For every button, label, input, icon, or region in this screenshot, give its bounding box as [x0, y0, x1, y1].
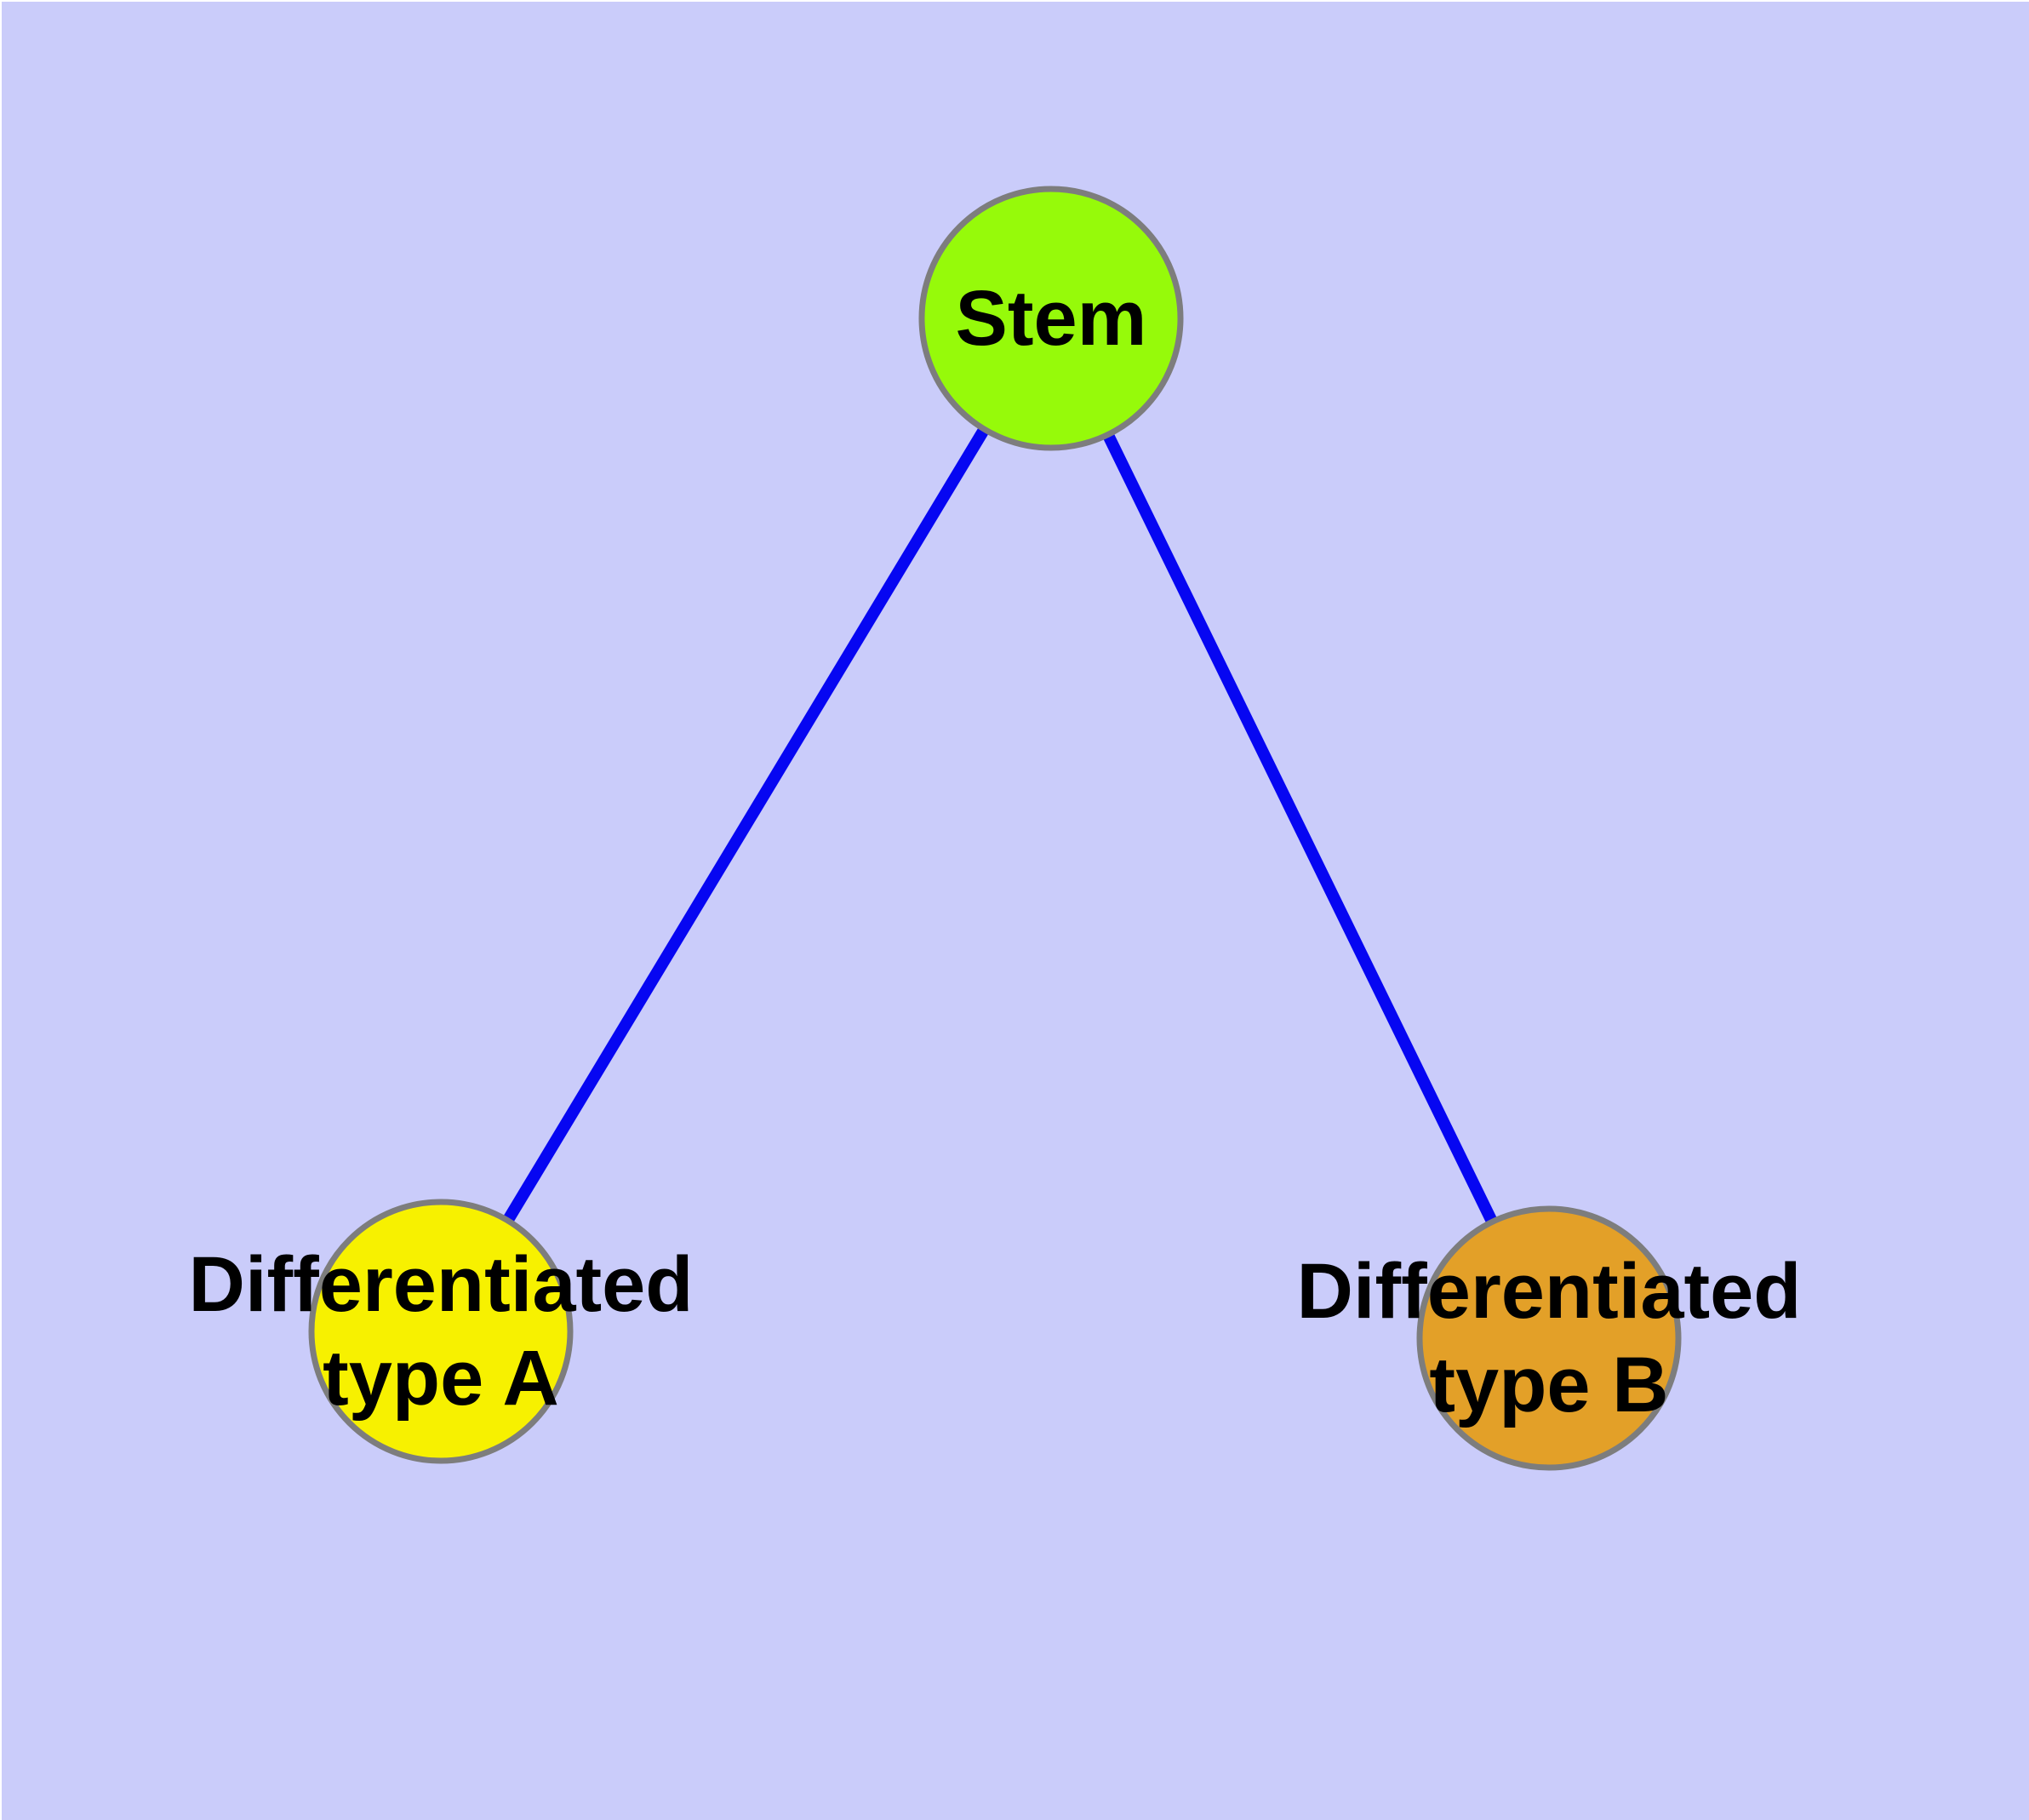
- node-circle-differentiated-type-b: [1416, 1205, 1682, 1471]
- node-label-line: Stem: [956, 275, 1147, 362]
- node-circle-stem: [918, 186, 1184, 451]
- node-label-line: type B: [1429, 1342, 1668, 1428]
- node-circle-differentiated-type-a: [308, 1199, 574, 1464]
- node-label-stem: Stem: [956, 275, 1147, 362]
- edge-stem-to-differentiated-type-b: [1102, 432, 1498, 1225]
- node-label-line: Differentiated: [189, 1241, 694, 1328]
- node-label-line: Differentiated: [1297, 1248, 1802, 1335]
- node-stem: Stem: [918, 186, 1184, 451]
- edge-stem-to-differentiated-type-a: [502, 426, 990, 1224]
- node-label-line: type A: [323, 1335, 559, 1422]
